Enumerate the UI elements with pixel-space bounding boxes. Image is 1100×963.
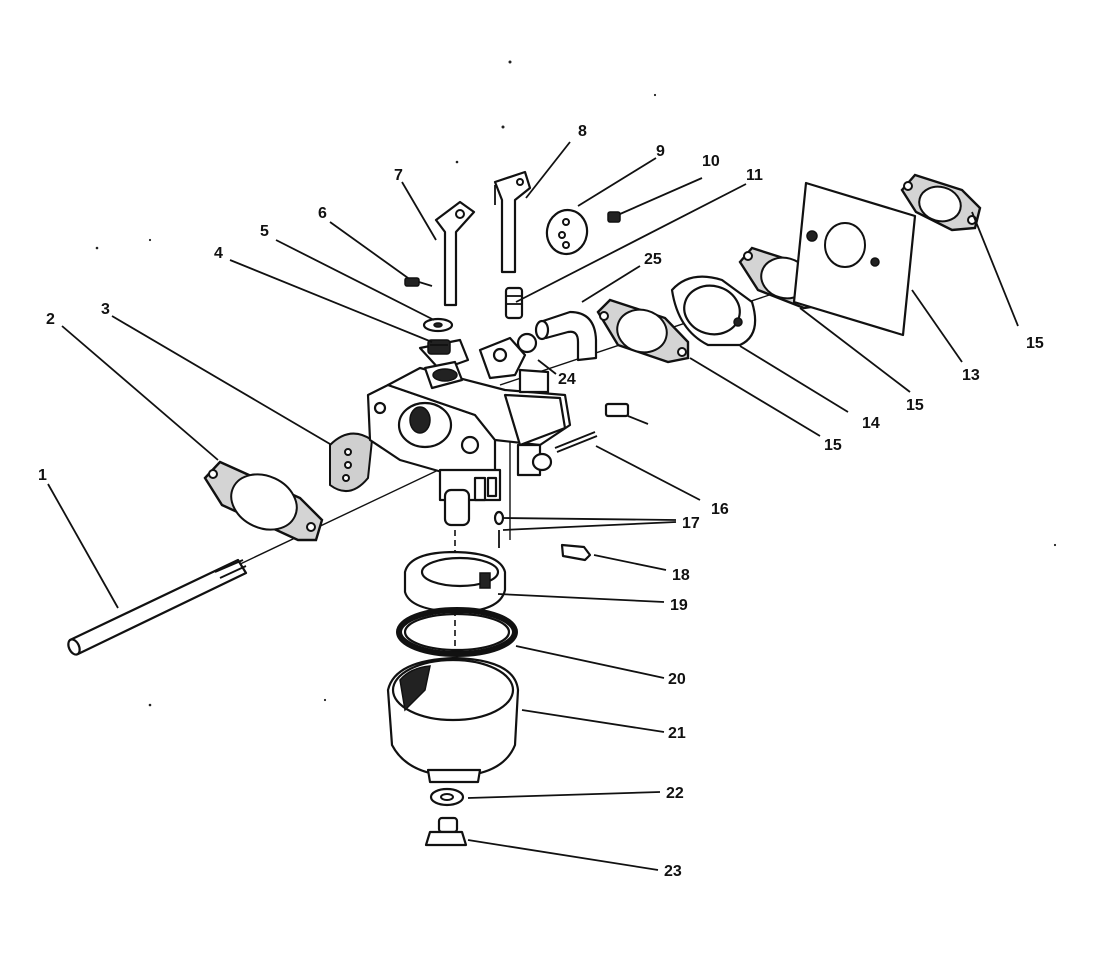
callout-3: 3 [101,301,110,318]
part-8-choke-lever [493,170,532,274]
part-14-spacer [670,275,757,347]
part-10-screw [607,211,621,223]
callout-19: 19 [670,597,688,614]
part-2-gasket [203,460,324,542]
part-11-screw [504,286,524,320]
callout-23: 23 [664,863,682,880]
part-7-throttle-lever [434,200,476,307]
part-1-long-screw [67,558,248,656]
part-19-float [403,550,507,614]
callout-18: 18 [672,567,690,584]
part-22-washer [429,787,465,807]
callout-4: 4 [214,245,223,262]
callout-7: 7 [394,167,403,184]
part-6-screw [404,277,433,287]
callout-15-a: 15 [824,437,842,454]
part-15-gasket-c [900,173,982,232]
scan-specks [95,60,1057,707]
callout-25: 25 [644,251,662,268]
part-13-plate [792,181,917,337]
callout-21: 21 [668,725,686,742]
callout-15-c: 15 [1026,335,1044,352]
part-24-cap [516,332,538,354]
part-9-throttle-plate [545,208,589,256]
part-4-needle-spring [427,339,451,355]
part-17-washers [493,510,505,548]
callout-numbers: 1 2 3 4 5 6 7 8 9 10 11 25 24 15 14 15 1… [38,123,1044,880]
callout-20: 20 [668,671,686,688]
callout-1: 1 [38,467,47,484]
callout-15-b: 15 [906,397,924,414]
part-20-o-ring [396,607,518,657]
callout-6: 6 [318,205,327,222]
part-3-choke-plate [329,432,374,493]
part-16-wire [554,431,598,453]
callout-14: 14 [862,415,880,432]
carburetor-body [366,336,572,527]
callout-16: 16 [711,501,729,518]
part-25-elbow-tube [534,310,598,362]
callout-10: 10 [702,153,720,170]
body-side-screw [604,402,649,425]
callout-11: 11 [746,167,763,184]
callout-9: 9 [656,143,665,160]
part-18-screw [560,543,592,562]
callout-22: 22 [666,785,684,802]
callout-5: 5 [260,223,269,240]
callout-13: 13 [962,367,980,384]
callout-8: 8 [578,123,587,140]
part-21-float-bowl [386,656,520,784]
part-23-bolt [424,816,468,847]
callout-17: 17 [682,515,700,532]
leader-lines [47,141,1019,871]
callout-24: 24 [558,371,576,388]
callout-2: 2 [46,311,55,328]
part-15-gasket-a [596,298,690,364]
part-5-washer [422,317,454,333]
